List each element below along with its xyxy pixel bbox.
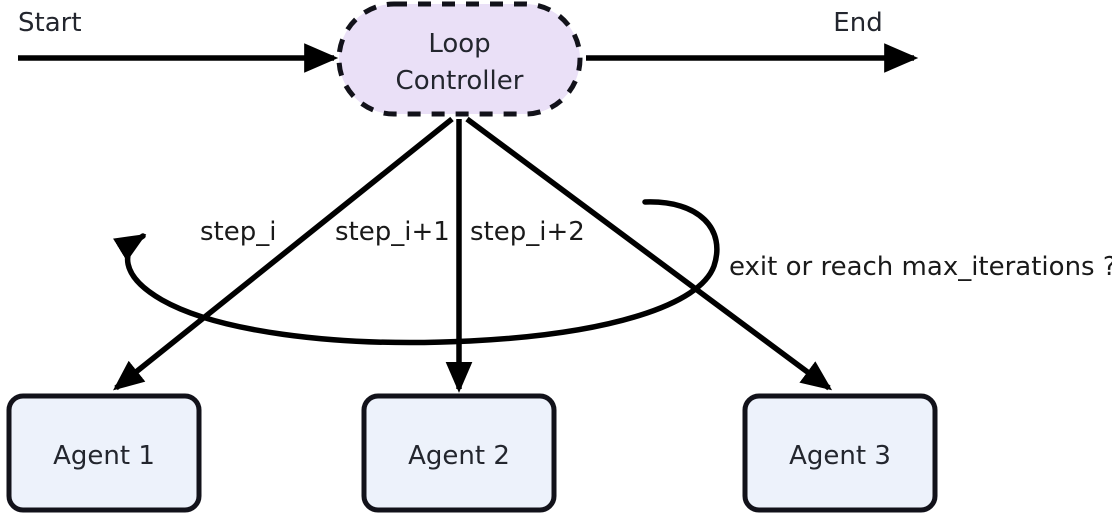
node-agent-1[interactable]: Agent 1 [6, 393, 202, 513]
edge-controller-to-agent-3 [465, 116, 833, 391]
node-agent-3[interactable]: Agent 3 [742, 393, 938, 513]
end-label: End [833, 8, 882, 38]
agent-3-label: Agent 3 [789, 441, 891, 471]
edge-label-step-i: step_i [200, 217, 276, 247]
edge-agent1-line [112, 116, 454, 391]
node-agent-2[interactable]: Agent 2 [361, 393, 557, 513]
node-loop-controller[interactable]: Loop Controller [336, 1, 583, 117]
edge-label-exit-condition: exit or reach max_iterations ? [729, 252, 1112, 282]
edge-label-step-i-plus-2: step_i+2 [470, 217, 585, 247]
edge-feedback-loop [113, 199, 720, 346]
agent-2-shape[interactable] [361, 393, 557, 513]
agent-2-label: Agent 2 [408, 441, 510, 471]
agent-1-shape[interactable] [6, 393, 202, 513]
loop-controller-shape[interactable] [336, 1, 583, 117]
start-label: Start [18, 8, 82, 38]
edge-agent3-line [465, 116, 833, 391]
edge-label-step-i-plus-1: step_i+1 [335, 217, 450, 247]
loop-controller-label-line1: Loop [428, 29, 490, 59]
edge-controller-to-agent-1 [112, 116, 454, 391]
agent-3-shape[interactable] [742, 393, 938, 513]
loop-controller-label-line2: Controller [396, 66, 524, 96]
agent-1-label: Agent 1 [53, 441, 155, 471]
feedback-loop-path [113, 199, 720, 346]
